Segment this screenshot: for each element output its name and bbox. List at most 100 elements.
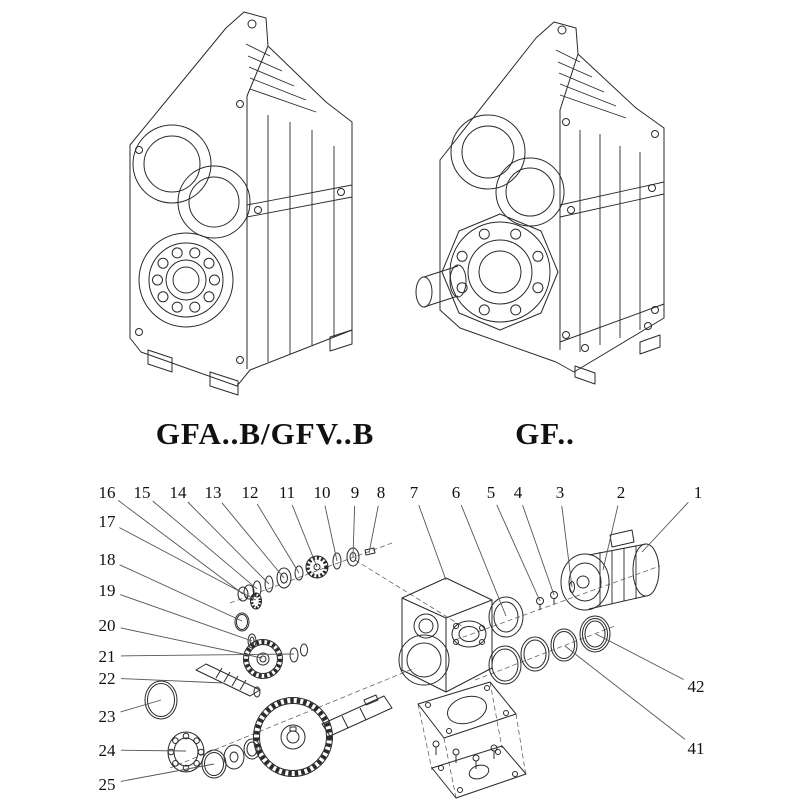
cooling-fins (245, 43, 317, 113)
leader-line-19 (120, 594, 253, 642)
part-number-24: 24 (99, 741, 117, 760)
mounting-feet (147, 329, 353, 396)
intermediate-gear (243, 639, 283, 679)
leader-line-21 (120, 653, 295, 657)
leader-line-24 (120, 749, 187, 752)
leader-line-12 (256, 503, 300, 574)
cover-plate (431, 745, 527, 799)
part-number-19: 19 (99, 581, 116, 600)
part-number-15: 15 (134, 483, 151, 502)
part-number-22: 22 (99, 669, 116, 688)
part-number-14: 14 (170, 483, 188, 502)
right-bearing-and-rings (488, 615, 611, 685)
leader-line-4 (522, 505, 555, 596)
hollow-shaft-bearing (138, 232, 234, 328)
part-number-5: 5 (487, 483, 496, 502)
intermediate-parts (234, 592, 308, 679)
leader-line-22 (120, 678, 225, 684)
keyway (289, 726, 297, 732)
leader-line-1 (641, 501, 689, 553)
small-gear (305, 555, 329, 579)
input-pinion-shaft (195, 663, 261, 698)
part-number-6: 6 (452, 483, 461, 502)
leader-line-11 (291, 504, 318, 568)
part-number-20: 20 (99, 616, 116, 635)
leader-line-18 (119, 564, 243, 622)
leader-line-42 (595, 633, 684, 680)
mounting-feet (559, 303, 665, 385)
part-number-8: 8 (377, 483, 386, 502)
part-number-13: 13 (205, 483, 222, 502)
part-number-10: 10 (314, 483, 331, 502)
cover-screws (432, 740, 498, 769)
part-number-11: 11 (279, 483, 295, 502)
exploded-output-shaft (321, 694, 393, 737)
leader-line-7 (418, 505, 447, 581)
part-number-17: 17 (99, 512, 117, 531)
large-output-gear (253, 697, 333, 777)
flange-bolt-holes (135, 100, 244, 364)
leader-line-8 (368, 505, 379, 554)
leader-line-2 (602, 505, 619, 571)
leader-line-9 (352, 505, 356, 558)
shaft-key (364, 547, 376, 556)
gear-housing (398, 577, 493, 693)
cover-gasket (417, 681, 517, 739)
leader-line-16 (117, 500, 244, 595)
leader-line-15 (152, 500, 258, 590)
motor-shaft (576, 575, 590, 589)
leader-line-25 (120, 763, 215, 782)
part-number-9: 9 (351, 483, 360, 502)
part-number-12: 12 (242, 483, 259, 502)
model-label-left: GFA..B/GFV..B (156, 416, 375, 451)
side-ribs (559, 130, 665, 352)
housing-outline (439, 21, 665, 373)
leader-line-23 (120, 699, 162, 713)
leader-line-5 (496, 504, 541, 602)
housing-outline (129, 11, 353, 387)
motor-gasket-and-fasteners (488, 581, 575, 638)
leader-line-13 (221, 502, 285, 579)
exploded-parts-drawing (144, 529, 661, 799)
leader-line-3 (561, 505, 573, 588)
flange-bolt-holes (562, 118, 659, 339)
part-number-16: 16 (99, 483, 116, 502)
lifting-eye-hole (247, 19, 257, 29)
terminal-box (609, 529, 635, 548)
output-seal-ring (144, 680, 178, 720)
gearbox-right-drawing (415, 21, 665, 385)
output-flange (441, 213, 559, 331)
part-number-18: 18 (99, 550, 116, 569)
gearbox-left-drawing (129, 11, 353, 396)
part-number-21: 21 (99, 647, 116, 666)
shaft-key-slot (363, 694, 379, 706)
output-shaft (415, 264, 467, 308)
part-number-25: 25 (99, 775, 116, 794)
part-number-4: 4 (514, 483, 523, 502)
part-number-1: 1 (694, 483, 703, 502)
leader-line-6 (460, 504, 507, 617)
retaining-rings-left (201, 738, 261, 779)
leader-line-17 (119, 527, 257, 601)
part-number-23: 23 (99, 707, 116, 726)
lifting-eye-hole (557, 25, 567, 35)
cooling-fins (555, 49, 627, 119)
part-number-3: 3 (556, 483, 565, 502)
side-ribs (246, 115, 353, 362)
leader-line-20 (120, 627, 263, 659)
model-label-right: GF.. (515, 416, 575, 451)
leader-line-14 (187, 501, 270, 585)
leader-line-10 (324, 505, 338, 562)
part-number-42: 42 (688, 677, 705, 696)
input-bore-bosses (132, 124, 251, 239)
motor-fins (599, 546, 637, 606)
output-ball-bearing (167, 731, 205, 773)
leader-line-41 (564, 645, 686, 740)
input-bore-bosses (450, 114, 565, 227)
part-number-7: 7 (410, 483, 419, 502)
electric-motor (560, 529, 660, 611)
part-number-2: 2 (617, 483, 626, 502)
